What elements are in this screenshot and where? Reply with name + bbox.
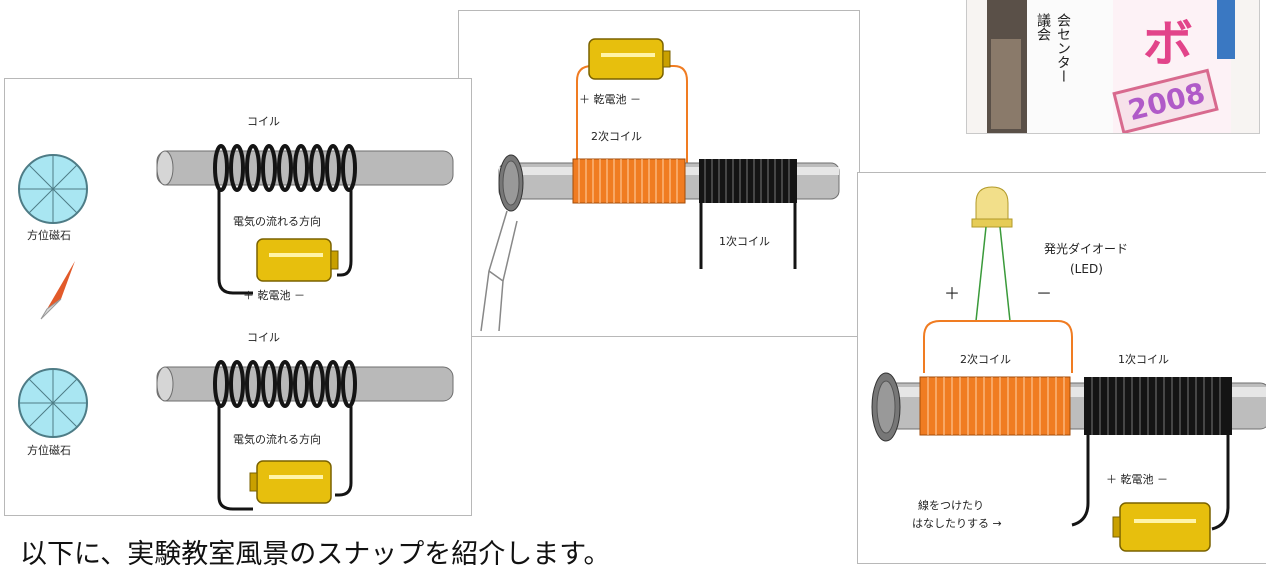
battery-icon	[256, 238, 339, 282]
compass-label-top: 方位磁石	[27, 228, 71, 242]
coil-label-bottom: コイル	[247, 331, 280, 344]
minus-sign: －	[1036, 284, 1052, 303]
compass-needle-icon	[40, 261, 75, 320]
primary-coil-label: 1次コイル	[1118, 352, 1169, 366]
led-sub-label: (LED)	[1070, 262, 1103, 276]
secondary-coil-label: 2次コイル	[960, 352, 1011, 366]
diagram-compass-coil: 方位磁石 方位磁石 コイル 電気の流れる方向	[4, 78, 472, 516]
photo-vertical-text-2: 議会	[1035, 12, 1051, 41]
wire-note-line2: はなしたりする →	[912, 517, 1002, 530]
led-label: 発光ダイオード	[1044, 241, 1128, 256]
photo-snapshot: ボ 2008 会センター 議会	[966, 0, 1260, 134]
battery-icon	[1112, 502, 1211, 552]
photo-vertical-text-1: 会センター	[1055, 13, 1071, 83]
led-icon	[971, 186, 1013, 322]
primary-coil-label: 1次コイル	[719, 234, 770, 248]
battery-label-top: ＋ 乾電池 －	[243, 289, 305, 302]
battery-label: ＋ 乾電池 －	[579, 93, 641, 106]
photo-sign-text: ボ	[1143, 15, 1193, 73]
compass-icon	[18, 368, 88, 438]
battery-label: ＋ 乾電池 －	[1106, 473, 1168, 486]
diagram-led-coil: 発光ダイオード (LED) ＋ － 2次コイル 1次コイル	[857, 172, 1266, 564]
battery-icon	[249, 460, 332, 504]
coil-label-top: コイル	[247, 115, 280, 128]
battery-icon	[588, 38, 671, 80]
secondary-coil-label: 2次コイル	[591, 129, 642, 143]
wire-note-line1: 線をつけたり	[918, 498, 984, 512]
diagram-induction-battery: ＋ 乾電池 － 2次コイル 1次コイル	[458, 10, 860, 337]
compass-label-bottom: 方位磁石	[27, 443, 71, 457]
compass-icon	[18, 154, 88, 224]
current-label-bottom: 電気の流れる方向	[233, 432, 321, 446]
caption-text: 以下に、実験教室風景のスナップを紹介します。	[20, 539, 611, 570]
current-label-top: 電気の流れる方向	[233, 214, 321, 228]
plus-sign: ＋	[944, 284, 960, 303]
